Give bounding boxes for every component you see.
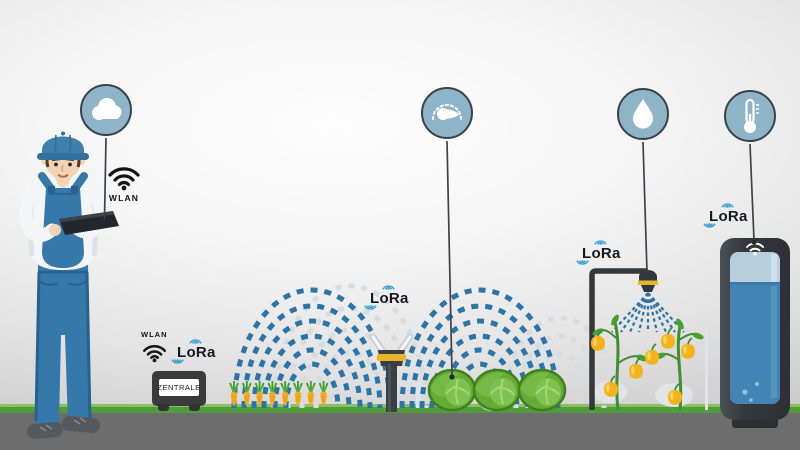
lora-wave-icon (703, 223, 716, 228)
lora-label: LoRa (370, 290, 409, 307)
lora-badge-sprinkler: LoRa (364, 285, 409, 310)
water-drop-icon (633, 99, 653, 129)
irrigation-pipe (589, 268, 648, 410)
wlan-label: WLAN (108, 193, 140, 203)
lora-label: LoRa (177, 344, 216, 361)
field-sprinkler (369, 333, 414, 412)
sprinkler-icon (432, 104, 462, 120)
overhead-sprinkler-head (638, 270, 658, 292)
lora-badge-tank: LoRa (703, 203, 748, 228)
grass-strip (0, 407, 800, 413)
thermometer-icon (744, 98, 759, 133)
central-unit-foot (158, 404, 169, 411)
lora-wave-icon (576, 260, 589, 265)
zentrale-wlan-badge: WLAN (141, 330, 168, 363)
wifi-icon (108, 167, 140, 191)
central-unit-box: ZENTRALE (152, 371, 206, 406)
temperature-sensor-bubble (724, 90, 776, 142)
farmer-wlan-badge: WLAN (107, 162, 141, 203)
spray-fan (611, 292, 685, 333)
wifi-icon (142, 344, 166, 363)
lora-wave-icon (171, 359, 184, 364)
lora-badge-pepper: LoRa (576, 240, 621, 265)
lora-label: LoRa (709, 208, 748, 225)
shoes (27, 415, 100, 439)
irrigation-sensor-bubble (421, 87, 473, 139)
lora-wave-icon (382, 285, 395, 290)
cap (37, 131, 89, 160)
central-unit-label: ZENTRALE (157, 379, 200, 396)
farmer-illustration (19, 131, 119, 439)
tank-level-indicator (730, 252, 780, 404)
lora-label: LoRa (582, 245, 621, 262)
cloud-icon (92, 98, 122, 120)
wlan-label: WLAN (141, 330, 168, 339)
cloud-sensor-bubble (80, 84, 132, 136)
ground-strip (0, 413, 800, 450)
lora-wave-icon (189, 339, 202, 344)
water-tank (720, 238, 790, 428)
lora-wave-icon (594, 240, 607, 245)
lora-wave-icon (364, 305, 377, 310)
central-unit-foot (189, 404, 200, 411)
lora-wave-icon (721, 203, 734, 208)
carrot-row (229, 380, 329, 407)
moisture-sensor-bubble (617, 88, 669, 140)
pepper-plants-irrigation (589, 268, 708, 411)
cabbage-row (427, 368, 567, 412)
lora-badge-zentrale: LoRa (171, 339, 216, 364)
